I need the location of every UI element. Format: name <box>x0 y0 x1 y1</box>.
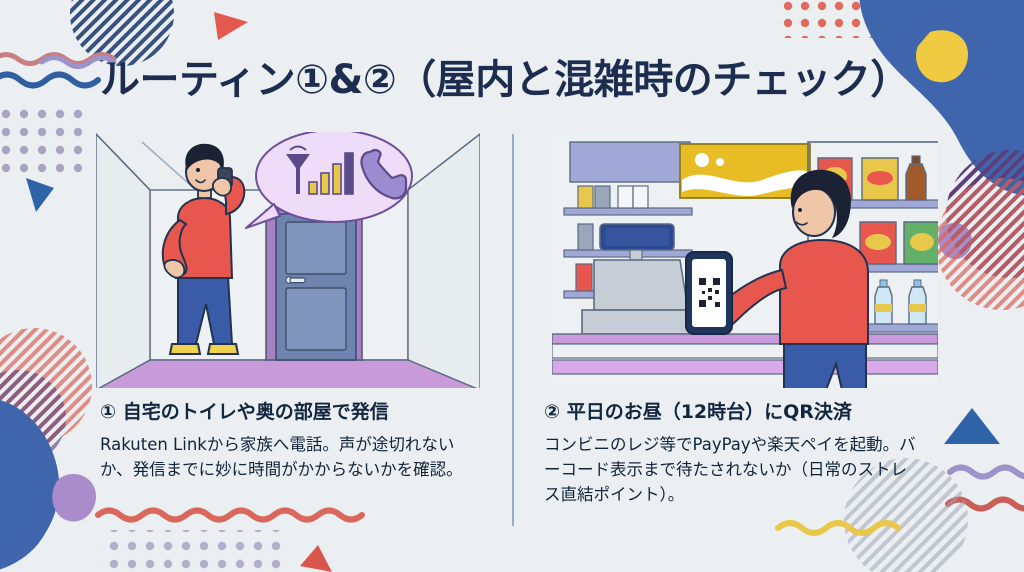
title-bar: ルーティン①&②（屋内と混雑時のチェック） <box>100 52 940 108</box>
customer-torso <box>779 238 869 345</box>
store-sign-wave <box>682 170 810 196</box>
yellow-wave-bottom-right-deco <box>775 520 901 536</box>
counter-lower-band <box>552 359 938 375</box>
caption-heading-routine-2: ② 平日のお昼（12時台）にQR決済 <box>544 401 852 423</box>
person-right-hand <box>211 177 232 197</box>
caption-body-routine-1: Rakuten Linkから家族へ電話。声が途切れないか、発信までに妙に時間がか… <box>100 434 463 479</box>
caption-heading-routine-1: ① 自宅のトイレや奥の部屋で発信 <box>100 401 389 423</box>
counter-front <box>552 343 938 359</box>
blue-triangle-bottom-right-deco <box>944 408 1000 444</box>
phone-handset-icon <box>360 148 408 200</box>
shelf-item-white-box-a <box>617 185 634 209</box>
shelf-item-yellow-box <box>577 185 594 209</box>
illustration-person-on-phone-indoors <box>78 128 498 390</box>
store-sign-dot-small <box>716 158 724 166</box>
convenience-store-scene-svg <box>552 132 938 388</box>
door-handle-icon <box>285 276 306 284</box>
panel-routine-1: ① 自宅のトイレや奥の部屋で発信 Rakuten Linkから家族へ電話。声が途… <box>78 128 498 482</box>
shelf-item-gray-box <box>594 185 611 209</box>
page-title: ルーティン①&②（屋内と混雑時のチェック） <box>100 57 910 103</box>
shelf-item-gray-tall <box>577 223 594 251</box>
caption-body-routine-2: コンビニのレジ等でPayPayや楽天ペイを起動。バーコード表示まで待たされないか… <box>544 434 916 504</box>
blue-triangle-left-deco <box>26 178 54 212</box>
ceiling-right-edge <box>407 133 480 191</box>
red-dot-grid-top-right-deco <box>782 0 892 38</box>
blue-blob-bottom-left-deco <box>0 399 60 570</box>
indoor-call-scene-svg <box>96 132 480 388</box>
purple-wave-bottom-right-deco <box>947 464 1024 480</box>
bottle-blue-bottom-b <box>908 279 927 325</box>
snack-bag-green-middle <box>903 221 938 265</box>
customer-mouth <box>795 221 808 226</box>
shelf-item-white-box-b <box>632 185 649 209</box>
shelf-item-red-box <box>575 263 593 292</box>
ceiling-left-edge <box>96 133 151 191</box>
snack-bag-red-middle <box>859 221 897 265</box>
red-triangle-bottom-deco <box>300 545 332 572</box>
customer-pants <box>783 343 867 388</box>
shelf-bar-2 <box>563 249 693 258</box>
panel-routine-2: ② 平日のお昼（12時台）にQR決済 コンビニのレジ等でPayPayや楽天ペイを… <box>530 128 950 507</box>
snack-bag-yellow-top <box>861 157 899 201</box>
antenna-icon <box>286 145 310 194</box>
pos-display-stand <box>629 249 643 261</box>
person-eye <box>196 168 200 172</box>
bottle-blue-bottom-a <box>874 279 893 325</box>
red-wave-bottom-left-deco <box>95 507 365 523</box>
person-left-hand <box>163 259 186 279</box>
signal-bars-icon <box>308 152 354 195</box>
counter-top <box>552 333 938 345</box>
door-upper-inset <box>285 221 347 275</box>
person-mouth <box>195 179 206 184</box>
red-wave-top-deco <box>0 52 117 66</box>
illustration-qr-payment-store <box>530 128 950 390</box>
blue-wave-top-deco <box>0 71 101 89</box>
room-right-wall <box>407 133 480 388</box>
person-shoe-left <box>168 343 202 355</box>
red-wave-bottom-right-deco <box>945 496 1024 512</box>
red-triangle-top-deco <box>214 12 248 40</box>
room-left-wall <box>96 132 151 388</box>
cash-register-body <box>593 259 689 311</box>
door-lower-inset <box>285 287 347 351</box>
customer-phone-screen <box>692 259 726 327</box>
store-sign-dot-large <box>695 153 709 167</box>
speech-bubble-tail <box>245 203 281 229</box>
customer-hair <box>790 169 851 238</box>
purple-dot-grid-left-deco <box>0 104 88 178</box>
purple-dot-grid-bottom-deco <box>100 530 286 572</box>
qr-code-icon <box>699 278 720 307</box>
pos-display-screen <box>605 228 669 246</box>
column-divider <box>512 134 514 526</box>
person-shoe-right <box>206 343 240 355</box>
shelf-top-board <box>569 141 691 183</box>
purple-striped-circle-bottom-left-deco <box>0 370 66 466</box>
customer-eye <box>798 208 802 212</box>
shelf-bar-1 <box>563 207 693 216</box>
purple-striped-circle-right-deco <box>946 150 1024 278</box>
